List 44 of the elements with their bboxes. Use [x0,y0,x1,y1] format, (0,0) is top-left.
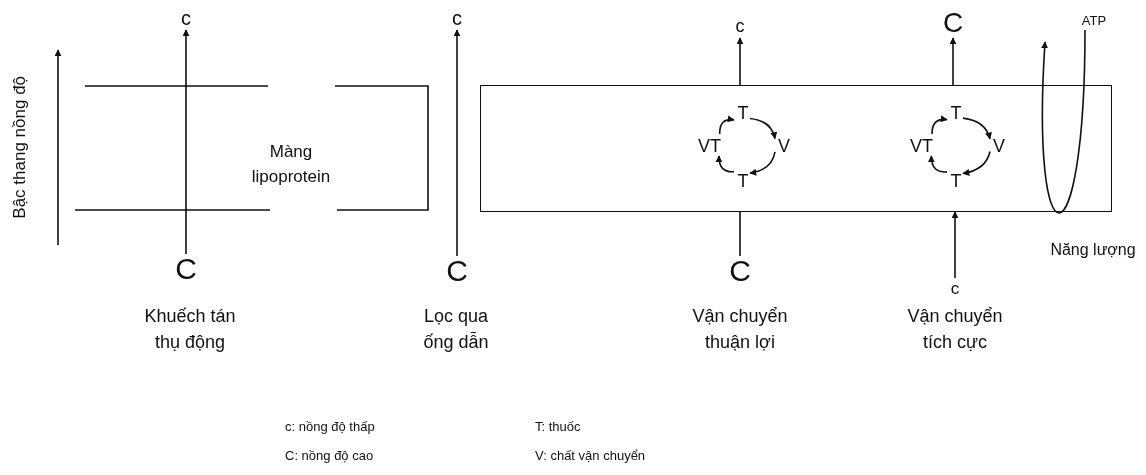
low-concentration-symbol: c [447,6,467,30]
arrow [962,150,991,176]
drug-symbol: T [948,102,964,124]
process-caption: Vận chuyển thuận lợi [691,305,789,355]
membrane-band [480,85,1112,212]
arrow [931,115,948,135]
arrow [718,115,735,135]
legend-text: V: chất vận chuyển [535,447,647,465]
arrow [736,37,744,86]
arrow [949,37,957,86]
process-caption: Khuếch tán thụ động [143,305,237,355]
atp-label: ATP [1076,10,1112,30]
carrier-drug-symbol: VT [696,135,723,157]
high-concentration-symbol: C [443,256,471,286]
legend-text: T: thuốc [535,418,582,436]
arrow [749,117,777,140]
membrane-label: Màng lipoprotein [250,141,332,188]
process-caption: Lọc qua ống dẫn [422,305,490,355]
arrow [1041,29,1086,214]
arrow [928,155,948,173]
arrow [182,29,190,255]
carrier-drug-symbol: VT [908,135,935,157]
legend-text: C: nồng độ cao [285,447,375,465]
arrow [715,155,735,173]
arrow [453,29,461,257]
arrow [749,151,776,176]
low-concentration-symbol: c [176,6,196,30]
low-concentration-symbol: c [945,278,965,300]
process-caption: Vận chuyển tích cực [906,305,1004,355]
drug-symbol: T [735,102,751,124]
legend-text: c: nồng độ thấp [285,418,376,436]
connector-line [739,211,741,257]
arrow [962,117,992,140]
arrow [951,211,959,279]
axis-label: Bậc thang nồng độ [8,74,30,221]
high-concentration-symbol: C [726,256,754,286]
high-concentration-symbol: C [172,254,200,284]
energy-label: Năng lượng [1049,240,1137,260]
drug-symbol: T [948,170,964,192]
low-concentration-symbol: c [730,14,750,38]
carrier-symbol: V [776,135,792,157]
drug-symbol: T [735,170,751,192]
carrier-symbol: V [991,135,1007,157]
high-concentration-symbol: C [939,8,967,38]
